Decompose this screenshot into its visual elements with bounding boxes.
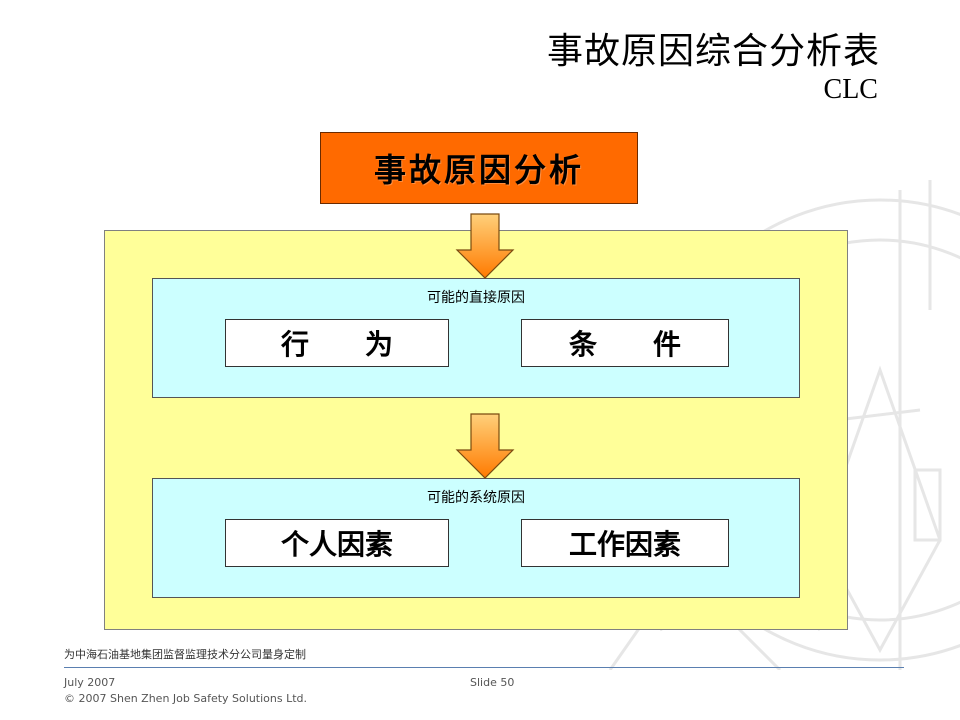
direct-cause-panel: 可能的直接原因 行 为 条 件	[152, 278, 800, 398]
down-arrow-icon	[455, 413, 515, 479]
footer-date: July 2007	[64, 676, 116, 689]
page-subtitle: CLC	[823, 74, 878, 105]
work-factor-box: 工作因素	[521, 519, 729, 567]
slide-number: Slide 50	[470, 676, 515, 689]
direct-cause-label: 可能的直接原因	[427, 290, 525, 306]
down-arrow-icon	[455, 213, 515, 279]
footer-note: 为中海石油基地集团监督监理技术分公司量身定制	[64, 648, 306, 661]
footer-copyright: © 2007 Shen Zhen Job Safety Solutions Lt…	[64, 692, 308, 705]
accident-cause-analysis-box: 事故原因分析	[320, 132, 638, 204]
personal-factor-box: 个人因素	[225, 519, 449, 567]
system-cause-label: 可能的系统原因	[427, 490, 525, 506]
footer-divider	[64, 667, 904, 668]
condition-box: 条 件	[521, 319, 729, 367]
page-title: 事故原因综合分析表	[546, 31, 880, 72]
system-cause-panel: 可能的系统原因 个人因素 工作因素	[152, 478, 800, 598]
behavior-box: 行 为	[225, 319, 449, 367]
